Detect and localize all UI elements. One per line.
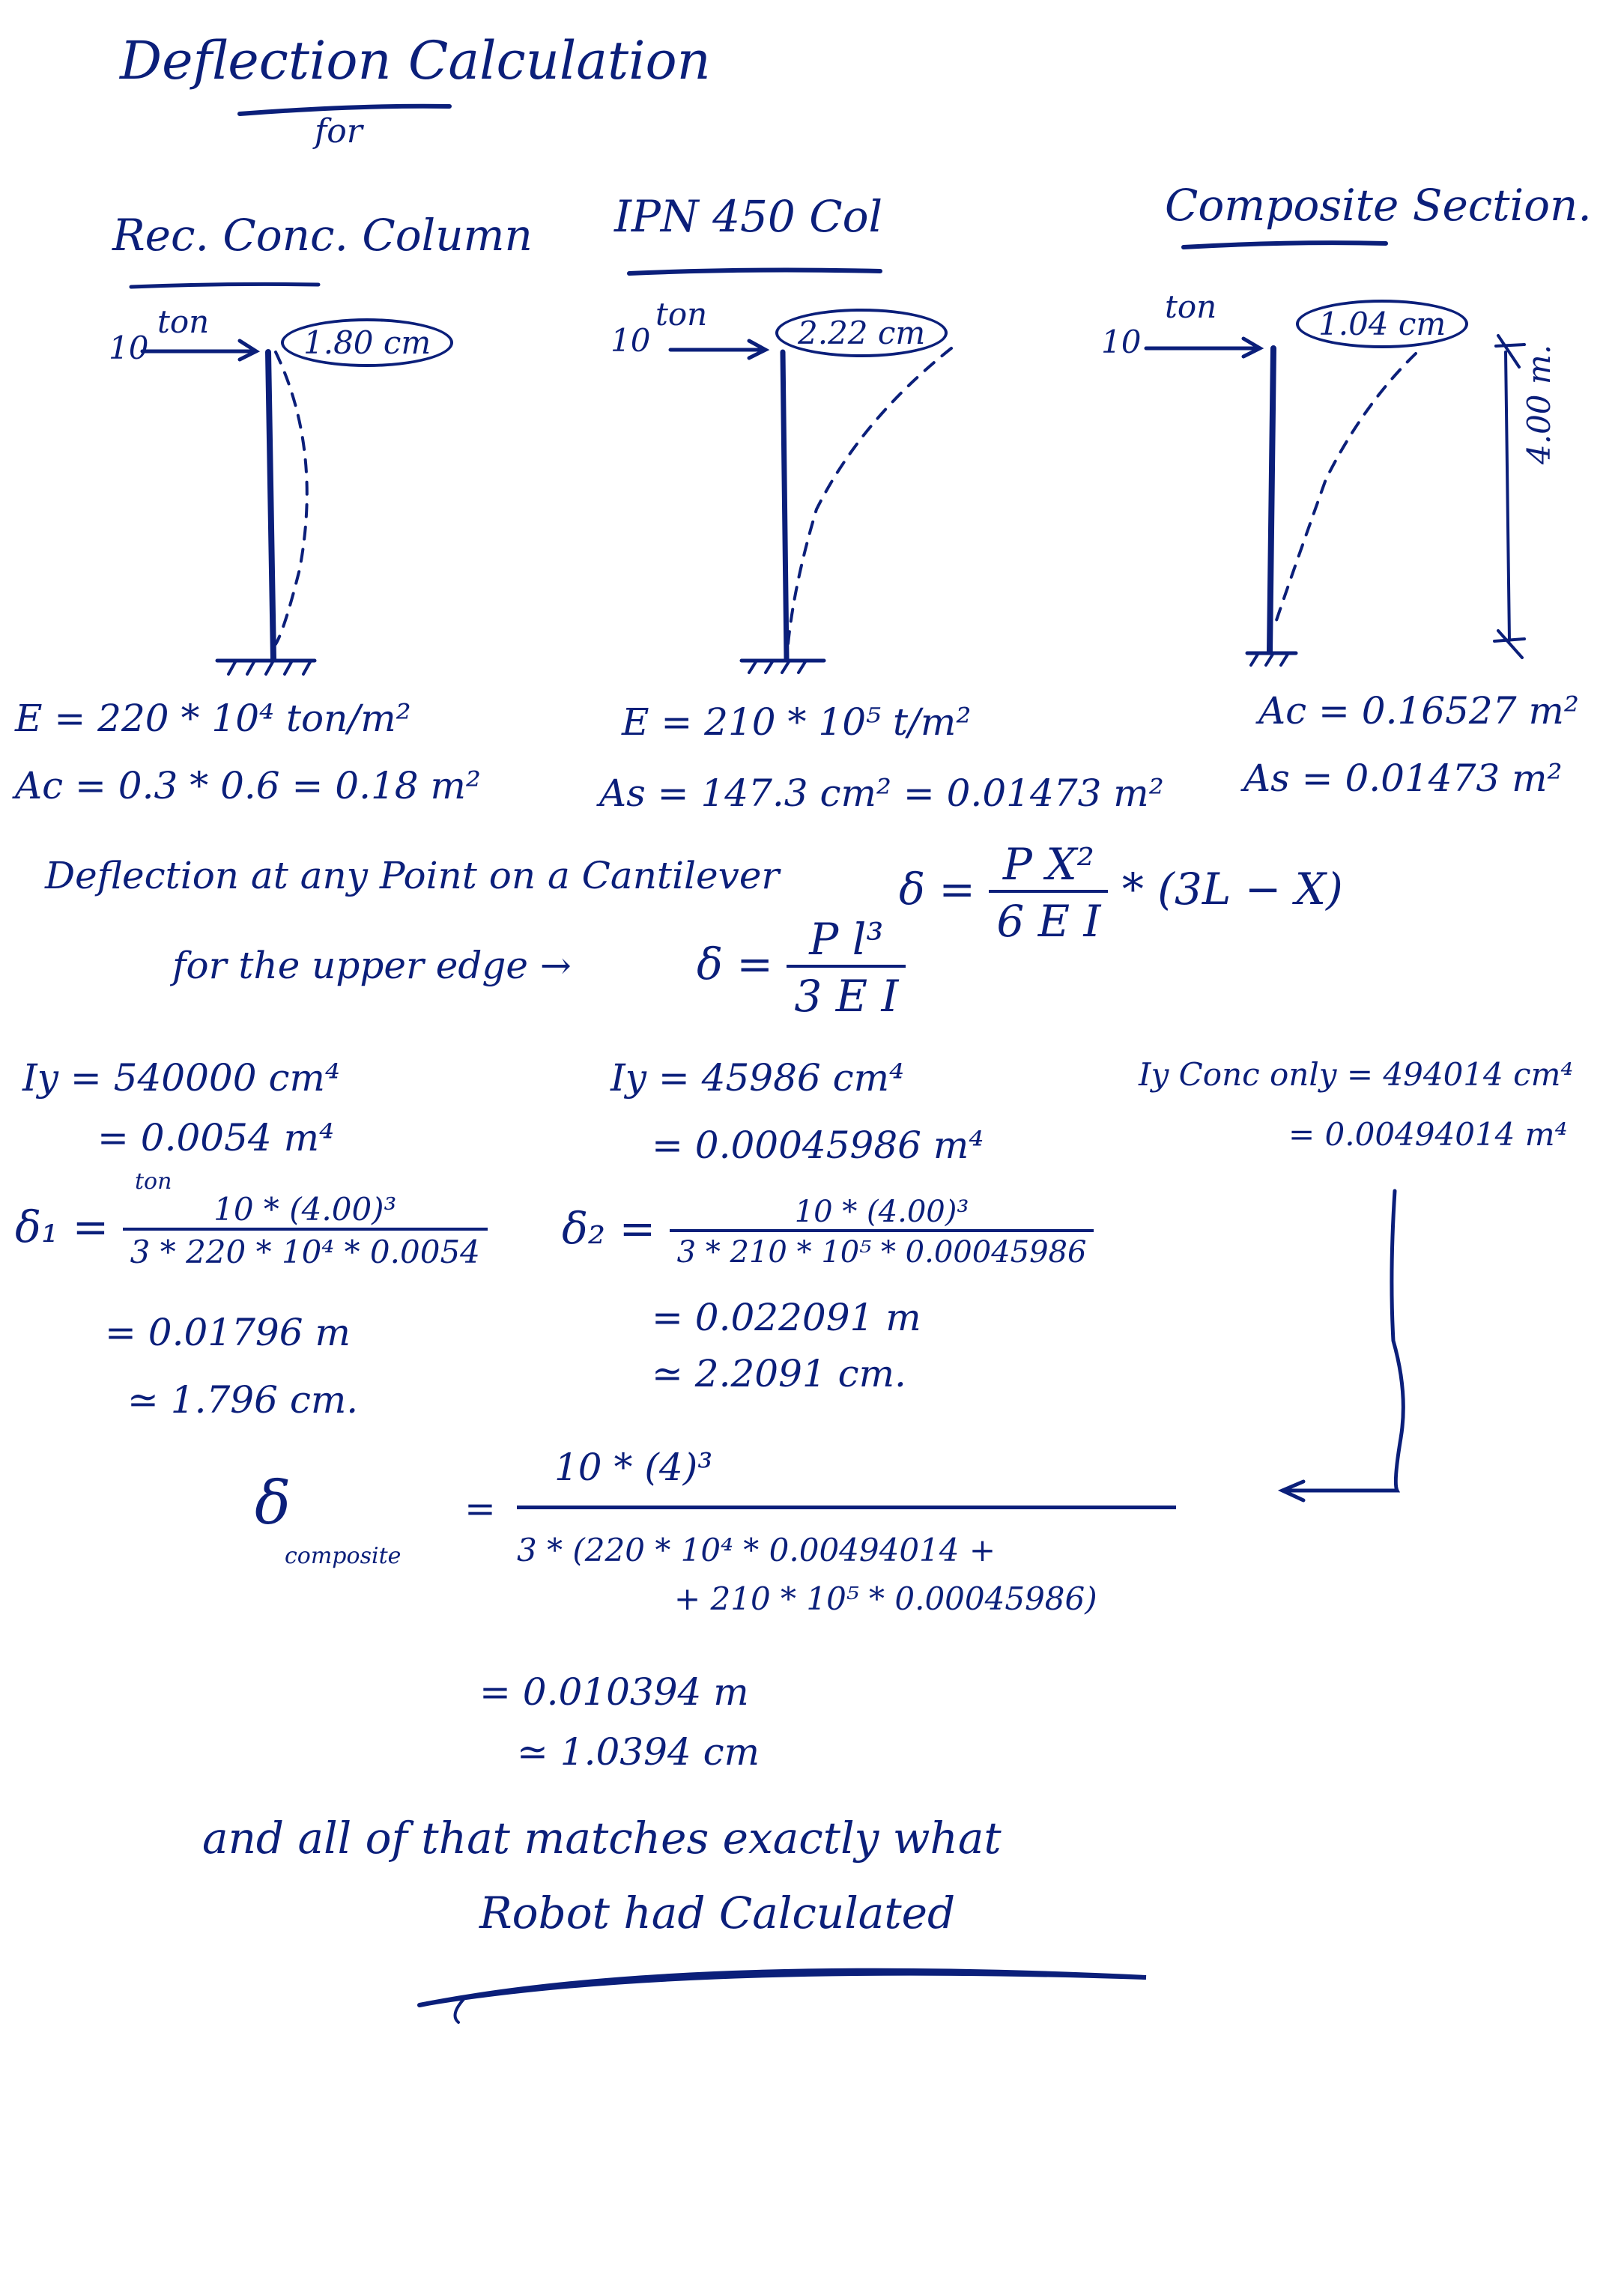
general-formula-lhs: δ =: [899, 864, 975, 915]
concrete-area: Ac = 0.3 * 0.6 = 0.18 m²: [15, 764, 481, 807]
load-unit-1: ton: [157, 303, 210, 340]
concrete-result-m: = 0.01796 m: [105, 1311, 351, 1354]
composite-denominator-line2: + 210 * 10⁵ * 0.00045986): [674, 1580, 1097, 1617]
tip-formula-text: for the upper edge →: [172, 944, 572, 987]
steel-E: E = 210 * 10⁵ t/m²: [622, 700, 972, 744]
tip-formula-denominator: 3 E I: [787, 965, 906, 1022]
concrete-delta-denominator: 3 * 220 * 10⁴ * 0.0054: [122, 1228, 488, 1270]
steel-Iy-cm: Iy = 45986 cm⁴: [610, 1056, 905, 1100]
section-heading-concrete: Rec. Conc. Column: [112, 210, 533, 261]
composite-equals: =: [464, 1487, 496, 1530]
composite-denominator-line1: 3 * (220 * 10⁴ * 0.00494014 +: [517, 1532, 996, 1568]
general-formula-fraction: P X² 6 E I: [989, 839, 1109, 947]
concrete-E: E = 220 * 10⁴ ton/m²: [15, 697, 411, 740]
section-heading-composite: Composite Section.: [1165, 180, 1592, 231]
concrete-delta-formula: δ₁ = 10 * (4.00)³ 3 * 220 * 10⁴ * 0.0054: [15, 1191, 488, 1270]
tip-formula: δ = P l³ 3 E I: [697, 914, 906, 1022]
concrete-delta-numerator: 10 * (4.00)³: [213, 1191, 397, 1228]
steel-Iy-m: = 0.00045986 m⁴: [652, 1124, 984, 1167]
page-subtitle: for: [315, 112, 363, 151]
final-underline: [417, 1968, 1147, 2007]
general-formula: δ = P X² 6 E I * (3L − X): [899, 839, 1343, 947]
column-1-diagram: [140, 339, 317, 676]
composite-Iy-cm: Iy Conc only = 494014 cm⁴: [1139, 1056, 1574, 1093]
steel-delta-formula: δ₂ = 10 * (4.00)³ 3 * 210 * 10⁵ * 0.0004…: [562, 1195, 1094, 1270]
composite-result-m: = 0.010394 m: [479, 1670, 749, 1714]
title-underline: [237, 103, 452, 116]
height-dimension: 4.00 m.: [1521, 344, 1557, 464]
concrete-num-unit: ton: [135, 1168, 172, 1195]
composite-Iy-m: = 0.00494014 m⁴: [1288, 1116, 1568, 1153]
composite-numerator: 10 * (4)³: [554, 1446, 713, 1489]
load-value-3: 10: [1101, 324, 1142, 360]
concrete-Iy-m: = 0.0054 m⁴: [97, 1116, 335, 1159]
general-formula-denominator: 6 E I: [989, 890, 1109, 947]
steel-result-m: = 0.022091 m: [652, 1296, 921, 1339]
tip-formula-fraction: P l³ 3 E I: [787, 914, 906, 1022]
general-formula-tail: * (3L − X): [1121, 864, 1343, 915]
page-title: Deflection Calculation: [120, 30, 711, 91]
general-formula-numerator: P X²: [1002, 839, 1094, 890]
load-value-1: 10: [109, 330, 149, 366]
composite-delta-symbol: δ: [255, 1468, 291, 1538]
load-unit-3: ton: [1165, 288, 1217, 325]
steel-result-cm: ≃ 2.2091 cm.: [652, 1352, 906, 1395]
concrete-delta-fraction: 10 * (4.00)³ 3 * 220 * 10⁴ * 0.0054: [122, 1191, 488, 1270]
general-formula-text: Deflection at any Point on a Cantilever: [45, 854, 780, 897]
steel-delta-fraction: 10 * (4.00)³ 3 * 210 * 10⁵ * 0.00045986: [669, 1195, 1094, 1270]
column-3-diagram: [1144, 334, 1526, 667]
steel-delta-lhs: δ₂ =: [562, 1203, 656, 1255]
steel-delta-denominator: 3 * 210 * 10⁵ * 0.00045986: [669, 1229, 1094, 1270]
concrete-Iy-cm: Iy = 540000 cm⁴: [22, 1056, 340, 1100]
section-heading-steel: IPN 450 Col: [614, 191, 883, 242]
steel-area: As = 147.3 cm² = 0.01473 m²: [599, 771, 1164, 815]
composite-delta-subscript: composite: [285, 1543, 402, 1569]
composite-fraction-bar: [517, 1506, 1176, 1509]
conclusion-line-1: and all of that matches exactly what: [202, 1813, 1002, 1864]
deflection-badge-2: 2.22 cm: [775, 309, 948, 357]
tip-formula-lhs: δ =: [697, 939, 773, 990]
deflection-badge-1: 1.80 cm: [281, 318, 454, 367]
concrete-delta-lhs: δ₁ =: [15, 1201, 109, 1253]
tip-formula-numerator: P l³: [809, 914, 884, 965]
deflection-badge-3: 1.04 cm: [1296, 300, 1469, 348]
column-2-diagram: [668, 339, 953, 674]
steel-delta-numerator: 10 * (4.00)³: [794, 1195, 969, 1229]
conclusion-line-2: Robot had Calculated: [479, 1888, 956, 1938]
composite-result-cm: ≃ 1.0394 cm: [517, 1730, 760, 1774]
load-unit-2: ton: [655, 296, 708, 333]
concrete-result-cm: ≃ 1.796 cm.: [127, 1378, 359, 1422]
load-value-2: 10: [610, 322, 651, 359]
connector-arrow: [1280, 1189, 1405, 1493]
composite-As: As = 0.01473 m²: [1243, 757, 1563, 800]
composite-Ac: Ac = 0.16527 m²: [1258, 689, 1579, 733]
